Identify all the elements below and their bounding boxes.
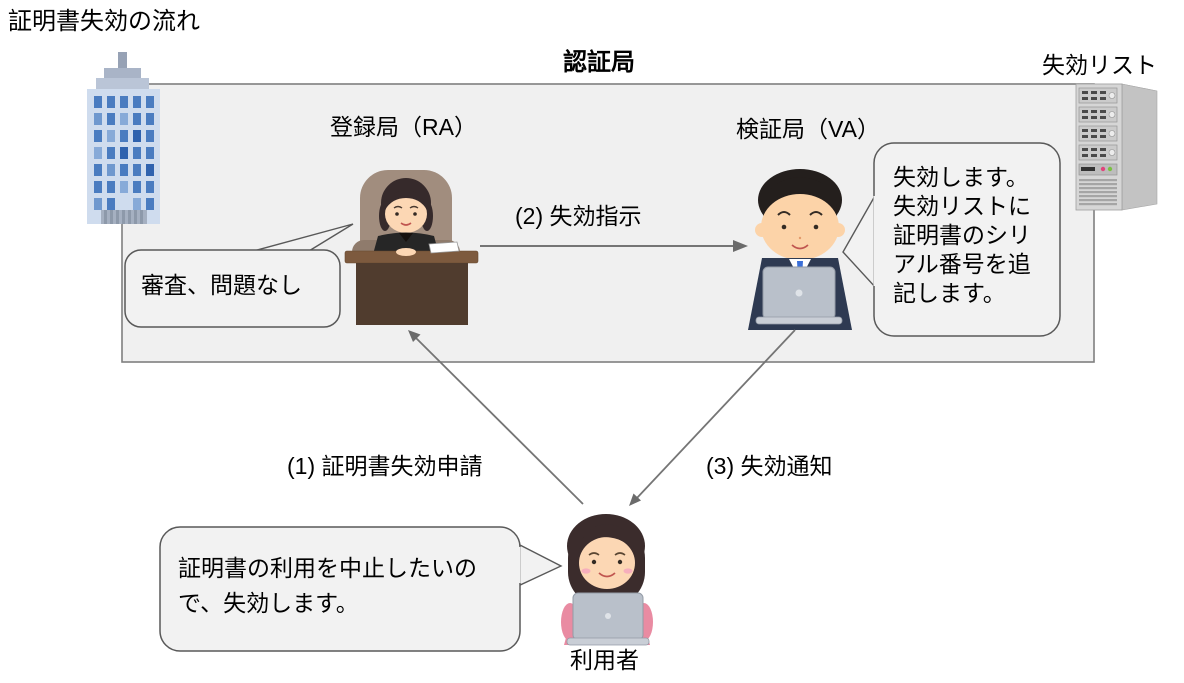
arrow-3-label: (3) 失効通知 — [706, 453, 833, 479]
user-bubble-line: で、失効します。 — [178, 590, 359, 616]
user-bubble-text: 証明書の利用を中止したいの で、失効します。 — [178, 551, 477, 621]
user-node-label: 利用者 — [570, 647, 639, 673]
va-bubble-line: 失効します。 — [893, 164, 1029, 190]
va-node-label: 検証局（VA） — [736, 116, 880, 142]
va-bubble-line: 記します。 — [893, 280, 1006, 306]
arrow-1-label: (1) 証明書失効申請 — [287, 453, 483, 479]
va-bubble-line: 証明書のシリ — [893, 222, 1031, 248]
woman-at-laptop-icon — [561, 514, 653, 646]
va-bubble-line: アル番号を追 — [893, 251, 1031, 277]
crl-label: 失効リスト — [1042, 52, 1157, 78]
man-at-laptop-icon — [748, 169, 852, 330]
arrow-2-label: (2) 失効指示 — [515, 203, 642, 229]
ra-node-label: 登録局（RA） — [330, 114, 477, 140]
user-bubble-line: 証明書の利用を中止したいの — [178, 555, 477, 581]
office-building-icon — [87, 52, 160, 224]
ca-box-label: 認証局 — [563, 49, 635, 76]
server-icon — [1075, 83, 1158, 211]
ra-bubble-text: 審査、問題なし — [141, 272, 302, 298]
va-bubble-line: 失効リストに — [893, 193, 1031, 219]
arrow-3-revocation-notice — [629, 329, 796, 506]
page-title: 証明書失効の流れ — [8, 8, 200, 35]
woman-at-desk-icon — [344, 170, 479, 325]
va-bubble-text: 失効します。 失効リストに 証明書のシリ アル番号を追 記します。 — [893, 163, 1031, 308]
user-speech-bubble — [159, 526, 563, 652]
arrow-2-revocation-instruction — [480, 240, 748, 252]
va-speech-bubble — [842, 142, 1061, 337]
ra-speech-bubble — [124, 223, 354, 328]
arrow-1-revocation-request — [408, 330, 584, 505]
